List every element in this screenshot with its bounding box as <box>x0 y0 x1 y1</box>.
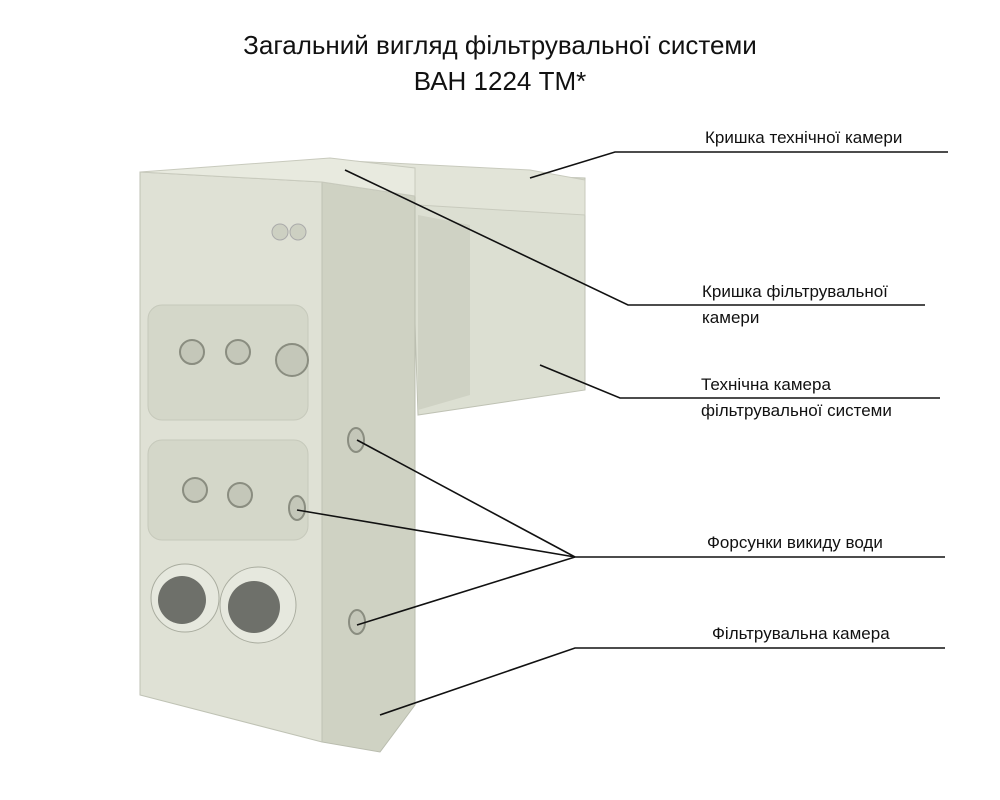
label-technical-chamber-lid: Кришка технічної камери <box>705 128 903 147</box>
label-technical-chamber-2: фільтрувальної системи <box>701 401 892 420</box>
label-filter-chamber-lid-1: Кришка фільтрувальної <box>702 282 888 301</box>
pipe-fitting <box>275 343 309 377</box>
diagram-title-line1: Загальний вигляд фільтрувальної системи <box>243 30 757 60</box>
side-nozzle <box>348 609 366 635</box>
cap-icon <box>289 223 307 241</box>
cap-icon <box>271 223 289 241</box>
underwater-lights <box>150 563 297 644</box>
diagram-title-line2: ВАН 1224 ТМ* <box>413 66 587 96</box>
side-nozzle <box>288 495 306 521</box>
side-nozzle <box>347 427 365 453</box>
jet-nozzle <box>225 339 251 365</box>
leader-lines <box>296 151 948 716</box>
label-filter-chamber-lid-2: камери <box>702 308 760 327</box>
filter-chamber-side <box>321 181 416 753</box>
jet-nozzle <box>227 482 253 508</box>
jet-nozzle <box>182 477 208 503</box>
label-technical-chamber-1: Технічна камера <box>701 375 831 394</box>
technical-chamber-inner <box>418 215 470 410</box>
label-water-nozzles: Форсунки викиду води <box>707 533 883 552</box>
label-filter-chamber: Фільтрувальна камера <box>712 624 890 643</box>
jet-nozzle <box>179 339 205 365</box>
filter-chamber-lid <box>139 157 416 197</box>
